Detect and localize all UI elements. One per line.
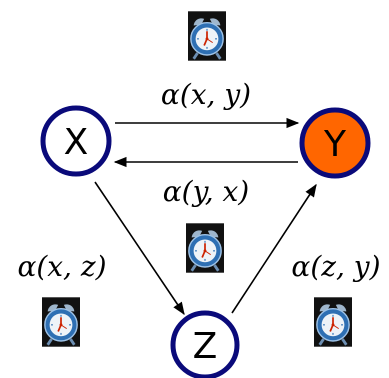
edge-label-xy: α(x, y)	[161, 78, 251, 111]
edge-x-to-z	[94, 181, 185, 316]
node-x-label: X	[64, 122, 89, 163]
edge-label-yx: α(y, x)	[163, 175, 249, 208]
edge-label-zy: α(z, y)	[291, 250, 380, 283]
node-y: Y	[299, 107, 371, 179]
alarm-clock-icon	[188, 10, 226, 62]
alarm-clock-icon	[186, 222, 224, 274]
alarm-clock-icon	[314, 295, 352, 349]
node-y-circle	[299, 107, 371, 179]
node-z-label: Z	[193, 326, 218, 367]
edge-label-xz: α(x, z)	[17, 250, 106, 283]
node-z: Z	[170, 310, 240, 378]
alarm-clock-icon	[42, 295, 80, 349]
node-x: X	[40, 105, 112, 177]
node-x-circle	[40, 105, 112, 177]
node-y-label: Y	[323, 124, 347, 165]
edge-z-to-y	[231, 183, 317, 314]
node-z-circle	[170, 310, 240, 378]
